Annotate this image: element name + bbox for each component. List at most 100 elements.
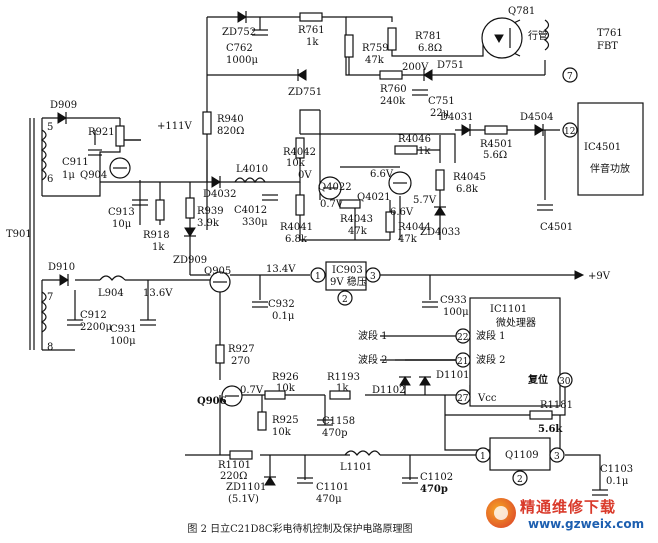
resistor-r4501 bbox=[484, 125, 508, 135]
label-q904: Q904 bbox=[80, 170, 107, 181]
label-q1109-pin1: 1 bbox=[480, 452, 486, 462]
label-r1101: R1101 bbox=[218, 460, 251, 471]
label-l904: L904 bbox=[98, 288, 124, 299]
transistor-q781 bbox=[481, 17, 523, 59]
capacitor-c1102 bbox=[402, 477, 418, 484]
label-r939: R939 bbox=[197, 206, 224, 217]
label-reset: 复位 bbox=[527, 373, 548, 386]
label-ic4501n: 伴音功放 bbox=[590, 162, 630, 175]
label-r4043v: 47k bbox=[348, 226, 368, 237]
pin-12 bbox=[562, 122, 578, 138]
pin-27 bbox=[455, 389, 471, 405]
label-c933v: 100μ bbox=[443, 307, 469, 318]
watermark-logo-icon bbox=[486, 498, 516, 528]
label-q781n: 行管 bbox=[528, 29, 548, 42]
label-r4044: R4044 bbox=[398, 222, 431, 233]
label-zd751: ZD751 bbox=[288, 87, 322, 98]
pin-ic903-2 bbox=[337, 290, 353, 306]
transistor-q906 bbox=[221, 385, 243, 407]
label-r4046v: 1k bbox=[418, 146, 431, 157]
label-pin22: 22 bbox=[457, 333, 468, 343]
label-9v: +9V bbox=[588, 271, 611, 282]
resistor-r939 bbox=[185, 197, 195, 219]
label-r759v: 47k bbox=[365, 55, 385, 66]
label-r4043: R4043 bbox=[340, 214, 373, 225]
label-c762v: 1000μ bbox=[226, 55, 258, 66]
transformer-t901 bbox=[40, 129, 47, 181]
resistor-r761 bbox=[299, 12, 323, 22]
label-q4021: Q4021 bbox=[357, 192, 391, 203]
resistor-r4043 bbox=[339, 199, 361, 209]
ic1101-box bbox=[469, 297, 561, 407]
capacitor-c1101 bbox=[297, 477, 313, 484]
label-c4501: C4501 bbox=[540, 222, 573, 233]
label-d4031: D4031 bbox=[440, 112, 473, 123]
zener-zd1101 bbox=[264, 476, 276, 486]
label-r925: R925 bbox=[272, 415, 299, 426]
label-zd1101: ZD1101 bbox=[226, 482, 266, 493]
resistor-r926 bbox=[264, 390, 286, 400]
figure-caption: 图 2 日立C21D8C彩电待机控制及保护电路原理图 bbox=[187, 524, 413, 535]
label-q905: Q905 bbox=[204, 266, 231, 277]
label-c762: C762 bbox=[226, 43, 253, 54]
label-q1109-pin2: 2 bbox=[517, 475, 523, 485]
label-pin7: 7 bbox=[47, 292, 53, 303]
label-r760v: 240k bbox=[380, 96, 406, 107]
label-zd752: ZD752 bbox=[222, 27, 256, 38]
diode-d4031 bbox=[461, 124, 471, 136]
label-c931v: 100μ bbox=[110, 336, 136, 347]
label-66b: 6.6V bbox=[390, 207, 414, 218]
label-d1102: D1102 bbox=[372, 385, 405, 396]
label-r1193: R1193 bbox=[327, 372, 360, 383]
label-r1101v: 220Ω bbox=[220, 471, 247, 482]
label-q906: Q906 bbox=[197, 396, 227, 407]
label-ic4501: IC4501 bbox=[584, 142, 621, 153]
label-band1-left: 波段 1 bbox=[358, 329, 388, 342]
diode-d909 bbox=[57, 112, 67, 124]
capacitor-c4012 bbox=[262, 194, 278, 201]
label-c1158v: 470p bbox=[322, 428, 348, 439]
label-pin8: 8 bbox=[47, 342, 53, 353]
diode-d1102 bbox=[399, 376, 411, 386]
zener-zd751 bbox=[297, 69, 307, 81]
capacitor-c751 bbox=[412, 89, 428, 96]
label-pin21: 21 bbox=[457, 357, 468, 367]
transistor-q904 bbox=[109, 157, 131, 179]
label-pin30: 30 bbox=[559, 377, 571, 387]
capacitor-c1103 bbox=[592, 489, 608, 496]
label-d909: D909 bbox=[50, 100, 77, 111]
pin-ic903-3 bbox=[365, 267, 381, 283]
label-c912: C912 bbox=[80, 310, 107, 321]
label-pin12: 12 bbox=[564, 127, 575, 137]
label-ic903: IC903 bbox=[332, 265, 363, 276]
pin-30 bbox=[557, 372, 573, 388]
label-ic1101: IC1101 bbox=[490, 304, 527, 315]
zener-zd752 bbox=[237, 11, 247, 23]
resistor-r1193 bbox=[329, 390, 351, 400]
zener-zd4033 bbox=[434, 206, 446, 216]
capacitor-c913 bbox=[132, 199, 148, 206]
label-136v: 13.6V bbox=[143, 288, 173, 299]
label-r918v: 1k bbox=[152, 242, 165, 253]
label-pin6: 6 bbox=[47, 174, 53, 185]
label-zd909: ZD909 bbox=[173, 255, 207, 266]
label-0v: 0V bbox=[298, 170, 312, 181]
label-r4041: R4041 bbox=[280, 222, 313, 233]
label-r4044v: 47k bbox=[398, 234, 418, 245]
transistor-q4022 bbox=[318, 176, 342, 200]
transformer-secondary bbox=[40, 291, 47, 333]
components bbox=[29, 11, 644, 496]
ic903-box bbox=[325, 261, 367, 291]
zener-zd909 bbox=[184, 227, 196, 237]
transformer-t761 bbox=[543, 19, 550, 51]
resistor-r781 bbox=[387, 27, 397, 51]
label-200v: 200V bbox=[402, 62, 429, 73]
label-ic903-pin2: 2 bbox=[342, 295, 348, 305]
label-r759: R759 bbox=[362, 43, 389, 54]
label-07a: 0.7V bbox=[320, 199, 344, 210]
label-07b: 0.7V bbox=[240, 385, 264, 396]
label-c1158: C1158 bbox=[322, 416, 355, 427]
label-57: 5.7V bbox=[413, 195, 437, 206]
label-q1109: Q1109 bbox=[505, 450, 539, 461]
